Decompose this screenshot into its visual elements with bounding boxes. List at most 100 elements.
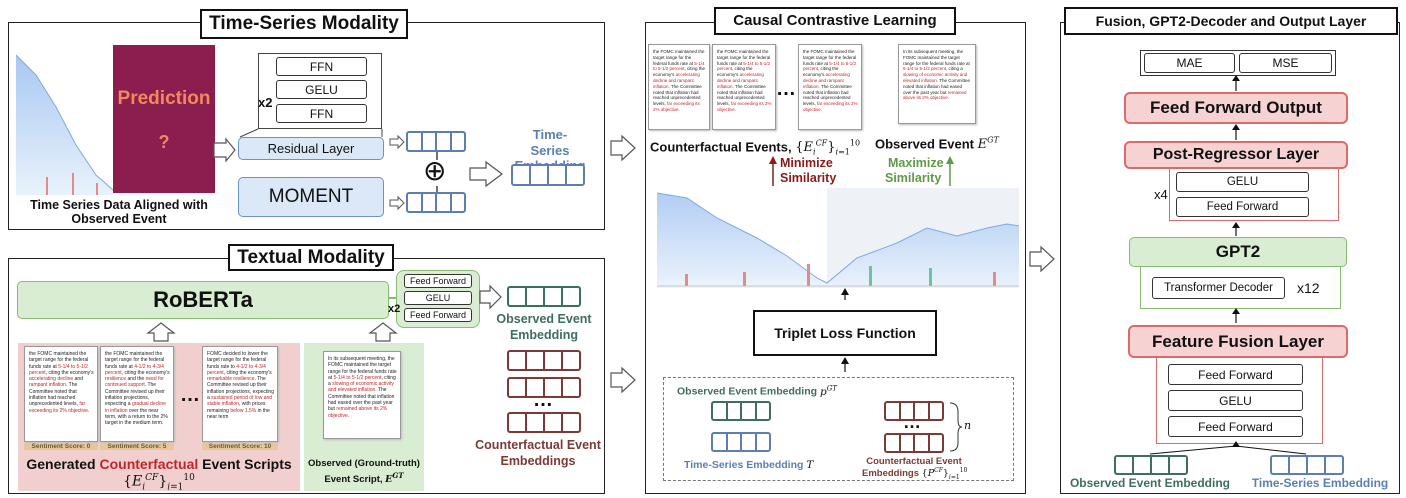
moment-output-cells	[406, 192, 466, 213]
metrics-container	[1140, 50, 1336, 76]
fusion-observed-embedding-cells	[1114, 455, 1188, 475]
causal-observed-embedding-label: Observed Event Embedding pGT	[677, 384, 837, 398]
head-feed-forward-top: Feed Forward	[404, 274, 472, 288]
fusion-ts-embedding-label: Time-Series Embedding	[1251, 476, 1389, 490]
fusion-gelu: GELU	[1168, 390, 1303, 411]
sentiment-score-5: Sentiment Score: 5	[100, 443, 174, 450]
minimize-similarity-line1: Minimize	[780, 156, 833, 170]
ffn-repeat-label: x2	[258, 95, 273, 110]
time-series-chart	[15, 45, 114, 195]
head-feed-forward-bottom: Feed Forward	[404, 308, 472, 322]
gelu: GELU	[276, 80, 367, 99]
generated-scripts-label: Generated Counterfactual Event Scripts	[26, 456, 292, 472]
metric-mae: MAE	[1144, 53, 1235, 73]
sentiment-score-10: Sentiment Score: 10	[202, 443, 278, 450]
fusion-observed-embedding-label: Observed Event Embedding	[1069, 476, 1231, 490]
time-series-caption-line1: Time Series Data Aligned with	[30, 198, 208, 212]
roberta-block: RoBERTa	[17, 281, 389, 319]
cf-embedding-cells-1	[507, 350, 581, 371]
causal-n-label: n	[964, 419, 972, 432]
head-repeat-label: x2	[388, 303, 401, 315]
transformer-decoder: Transformer Decoder	[1152, 277, 1285, 299]
ts-embedding-label-line1: Time-	[532, 127, 568, 142]
fusion-feed-forward-top: Feed Forward	[1168, 364, 1303, 385]
maximize-similarity-line1: Maximize	[888, 156, 944, 170]
residual-layer: Residual Layer	[238, 137, 384, 160]
post-regressor-layer: Post-Regressor Layer	[1124, 141, 1348, 169]
post-regressor-feed-forward: Feed Forward	[1176, 197, 1309, 217]
cf-embedding-dots: …	[533, 389, 553, 411]
feed-forward-output: Feed Forward Output	[1124, 92, 1348, 124]
post-regressor-repeat: x4	[1154, 187, 1168, 202]
causal-doc-1: the FOMC maintained the target range for…	[648, 44, 710, 130]
cf-embedding-cells-3	[507, 412, 581, 433]
feature-fusion-stack	[1156, 358, 1323, 444]
causal-cf-embedding-label-line2: Embeddings {PCF}i=110	[862, 467, 968, 482]
observed-script-label-line1: Observed (Ground-truth)	[308, 458, 420, 469]
script-doc-3: FOMC decided to lower the target range f…	[202, 346, 278, 442]
causal-doc-2: the FOMC maintained the target range for…	[712, 44, 776, 130]
prediction-question-mark: ?	[158, 132, 170, 152]
add-symbol: ⊕	[423, 155, 447, 186]
causal-chart	[656, 188, 1020, 288]
causal-ts-embedding-cells	[711, 432, 771, 452]
sentiment-score-0: Sentiment Score: 0	[24, 443, 98, 450]
minimize-similarity-line2: Similarity	[780, 171, 837, 185]
metric-mse: MSE	[1239, 53, 1332, 73]
observed-embedding-label-line2: Embedding	[509, 328, 579, 342]
causal-cf-embedding-cells-2	[884, 433, 944, 453]
observed-script-doc: In its subsequent meeting, the FOMC main…	[323, 351, 401, 439]
observed-event-embedding-cells	[507, 286, 581, 307]
residual-output-cells	[406, 131, 466, 152]
feature-fusion-layer: Feature Fusion Layer	[1128, 325, 1348, 358]
ts-embedding-cells	[511, 164, 585, 186]
causal-cf-dots: …	[903, 412, 921, 432]
roberta-head-connector	[389, 297, 396, 299]
causal-cf-embedding-cells-1	[884, 401, 944, 421]
causal-observed-embedding-cells	[711, 401, 771, 421]
prediction-region: Prediction ?	[113, 45, 215, 193]
prediction-label: Prediction	[117, 88, 211, 109]
gpt2-stack	[1140, 267, 1341, 309]
causal-doc-3: the FOMC maintained the target range for…	[798, 44, 862, 130]
time-series-chart-svg	[15, 54, 114, 195]
counterfactual-events-label: Counterfactual Events, {EiCF}i=110	[650, 139, 861, 157]
cf-embedding-cells-2	[507, 377, 581, 398]
cf-embedding-label-line2: Embeddings	[500, 454, 576, 468]
ffn-stack-container	[258, 53, 382, 129]
causal-doc-observed: In its subsequent meeting, the FOMC main…	[898, 44, 976, 124]
cf-embedding-label-line1: Counterfactual Event	[475, 438, 601, 452]
textual-title: Textual Modality	[228, 244, 394, 271]
causal-chart-svg	[656, 188, 1020, 288]
moment-block: MOMENT	[238, 177, 384, 217]
fusion-ts-embedding-cells	[1270, 455, 1344, 475]
triplet-loss-box: Triplet Loss Function	[753, 310, 937, 356]
causal-cf-embedding-label-line1: Counterfactual Event	[866, 456, 962, 467]
observed-script-label-line2: Event Script, EGT	[324, 471, 404, 486]
post-regressor-stack	[1169, 169, 1339, 221]
decoder-repeat: x12	[1297, 280, 1320, 296]
ffn-bottom: FFN	[276, 104, 367, 123]
script-doc-2: the FOMC maintained the target range for…	[100, 346, 174, 442]
fusion-feed-forward-bottom: Feed Forward	[1168, 416, 1303, 437]
post-regressor-gelu: GELU	[1176, 172, 1309, 192]
time-series-caption-line2: Observed Event	[71, 212, 167, 226]
causal-ts-embedding-label: Time-Series Embedding T	[684, 459, 814, 471]
causal-title: Causal Contrastive Learning	[714, 7, 956, 35]
gpt2-block: GPT2	[1129, 237, 1347, 267]
head-gelu: GELU	[404, 291, 472, 305]
time-series-title: Time-Series Modality	[200, 9, 408, 39]
generated-scripts-math: {EiCF}i=110	[123, 473, 195, 493]
observed-embedding-label-line1: Observed Event	[496, 312, 592, 326]
maximize-similarity-line2: Similarity	[885, 171, 942, 185]
script-doc-1: the FOMC maintained the target range for…	[24, 346, 98, 442]
fusion-title: Fusion, GPT2-Decoder and Output Layer	[1064, 7, 1398, 35]
observed-event-label: Observed Event EGT	[875, 136, 999, 153]
embedding-group-dashed	[663, 377, 1014, 481]
ffn-top: FFN	[276, 57, 367, 76]
